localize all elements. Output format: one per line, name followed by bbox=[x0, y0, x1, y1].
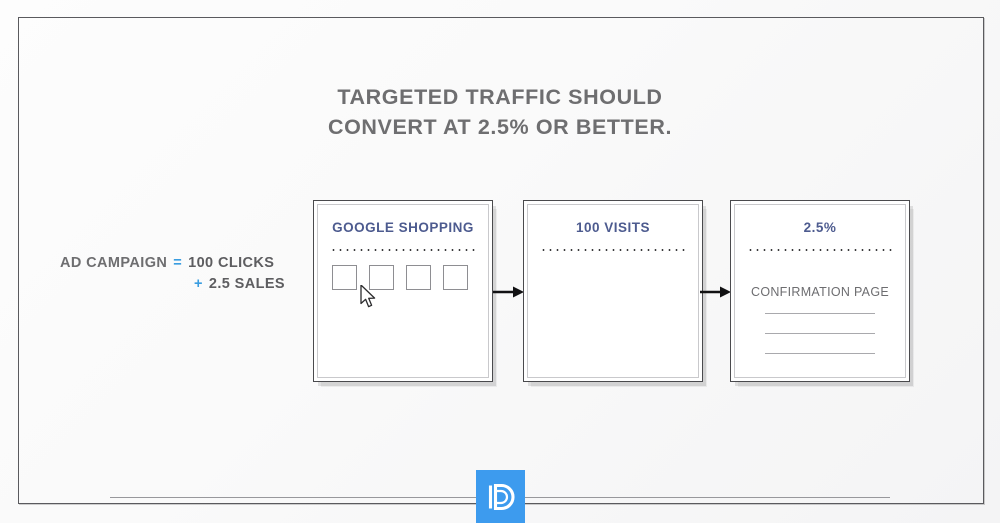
product-thumbnail[interactable] bbox=[406, 265, 431, 290]
page-title-line-2: CONVERT AT 2.5% OR BETTER. bbox=[327, 115, 673, 139]
page-title-line-1: TARGETED TRAFFIC SHOULD bbox=[337, 85, 663, 109]
confirmation-page-lines bbox=[765, 313, 875, 373]
equation-row-1: AD CAMPAIGN = 100 CLICKS bbox=[60, 253, 285, 274]
equation-value-sales: 2.5 SALES bbox=[208, 276, 285, 292]
equation-row-2: + 2.5 SALES bbox=[60, 274, 285, 295]
product-thumbnail-list bbox=[332, 265, 468, 290]
product-thumbnail[interactable] bbox=[332, 265, 357, 290]
confirmation-line bbox=[765, 333, 875, 334]
card-conversion-title: 2.5% bbox=[803, 220, 837, 235]
card-visits-title: 100 VISITS bbox=[575, 220, 651, 235]
card-conversion-inner: 2.5% CONFIRMATION PAGE bbox=[734, 204, 906, 378]
dotted-divider bbox=[540, 249, 686, 251]
card-google-shopping-inner: GOOGLE SHOPPING bbox=[317, 204, 489, 378]
equation-value-clicks: 100 CLICKS bbox=[188, 255, 275, 271]
product-thumbnail[interactable] bbox=[369, 265, 394, 290]
card-visits[interactable]: 100 VISITS bbox=[523, 200, 703, 382]
flow-arrow-1-icon bbox=[493, 286, 524, 298]
confirmation-page-label: CONFIRMATION PAGE bbox=[751, 285, 889, 299]
equation-operator-plus: + bbox=[193, 276, 203, 292]
card-visits-inner: 100 VISITS bbox=[527, 204, 699, 378]
page-title: TARGETED TRAFFIC SHOULD CONVERT AT 2.5% … bbox=[0, 82, 1000, 142]
brand-monogram-d-icon bbox=[488, 483, 514, 510]
card-google-shopping-title: GOOGLE SHOPPING bbox=[332, 220, 474, 235]
confirmation-line bbox=[765, 313, 875, 314]
confirmation-line bbox=[765, 353, 875, 354]
product-thumbnail[interactable] bbox=[443, 265, 468, 290]
card-google-shopping[interactable]: GOOGLE SHOPPING bbox=[313, 200, 493, 382]
mouse-cursor-icon bbox=[360, 285, 376, 308]
card-conversion[interactable]: 2.5% CONFIRMATION PAGE bbox=[730, 200, 910, 382]
dotted-divider bbox=[330, 249, 476, 251]
brand-logo-icon bbox=[476, 470, 525, 523]
dotted-divider bbox=[747, 249, 893, 251]
equation-operator-equals: = bbox=[173, 255, 183, 271]
flow-arrow-2-icon bbox=[700, 286, 731, 298]
ad-campaign-equation: AD CAMPAIGN = 100 CLICKS + 2.5 SALES bbox=[60, 253, 285, 295]
equation-label: AD CAMPAIGN bbox=[60, 255, 168, 271]
